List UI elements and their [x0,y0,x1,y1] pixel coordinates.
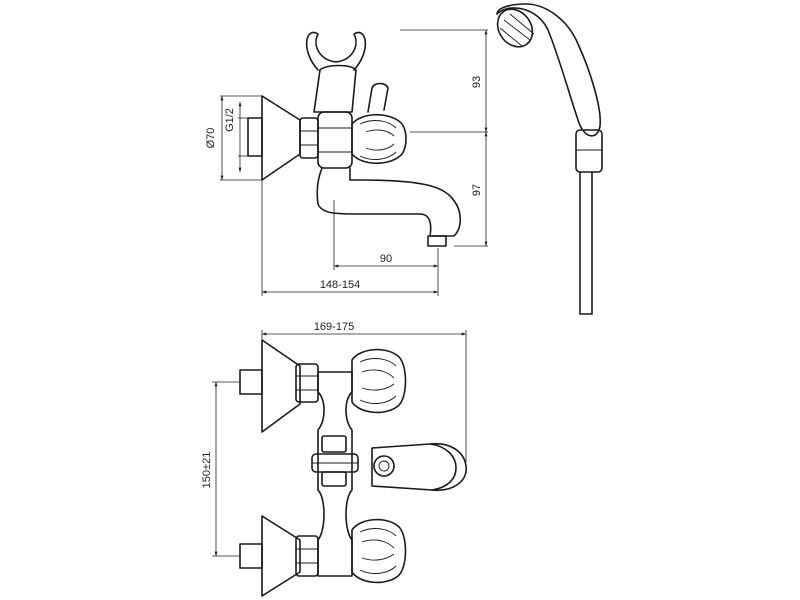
dim-width-90: 90 [380,253,392,265]
side-view [247,3,603,315]
dim-width-148-154: 148-154 [320,279,360,291]
dim-thread-g12: G1/2 [224,108,236,132]
dim-diameter-70: Ø70 [205,128,217,149]
dim-height-97: 97 [471,184,483,196]
dim-height-150: 150±21 [201,452,213,489]
front-view [239,339,467,597]
dim-width-169-175: 169-175 [314,321,354,333]
front-view-dimensions [212,330,467,557]
dim-height-93: 93 [471,76,483,88]
side-view-dimensions [220,29,488,296]
